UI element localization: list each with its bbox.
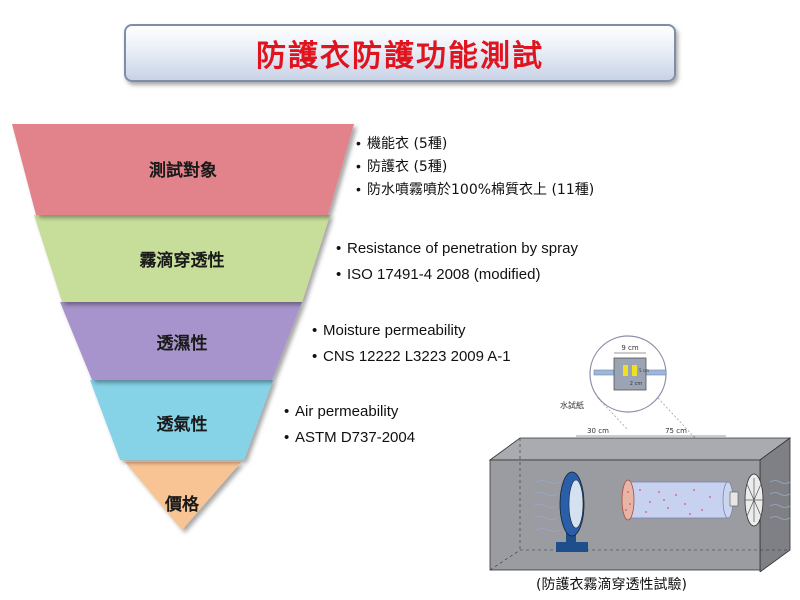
funnel-layer-moisture-permeability — [60, 302, 302, 380]
layer-label-test-subjects: 測試對象 — [149, 160, 217, 181]
exhaust-airflow-lines — [769, 480, 791, 520]
page-title: 防護衣防護功能測試 — [256, 39, 544, 74]
sample-holder-mount — [729, 491, 739, 507]
bullets-spray-penetration: Resistance of penetration by spray ISO 1… — [336, 236, 578, 288]
layer-label-moisture-permeability: 透濕性 — [157, 333, 208, 354]
bullet-item: Air permeability — [284, 399, 415, 425]
bullet-item: 防水噴霧噴於100%棉質衣上 (11種) — [356, 178, 594, 201]
funnel-layer-air-permeability — [90, 380, 273, 460]
bullet-item: 防護衣 (5種) — [356, 155, 594, 178]
airflow-lines — [533, 480, 561, 532]
hidden-edge — [489, 549, 521, 571]
title-banner: 防護衣防護功能測試 — [124, 24, 676, 82]
bullets-air-permeability: Air permeability ASTM D737-2004 — [284, 399, 415, 451]
dim-label-30cm: 30 cm — [587, 427, 609, 435]
zoom-pointer-line — [597, 397, 629, 431]
bullet-item: ISO 17491-4 2008 (modified) — [336, 262, 578, 288]
test-paper-strip-left — [623, 365, 628, 376]
layer-label-spray-penetration: 霧滴穿透性 — [140, 250, 225, 271]
dim-label-9cm: 9 cm — [621, 344, 639, 352]
test-paper-strip-right — [632, 365, 637, 376]
bullet-item: CNS 12222 L3223 2009 A-1 — [312, 344, 511, 370]
spray-test-apparatus-diagram: 9 cm 5 cm 2 cm 水試紙 30 cm 75 cm — [488, 335, 792, 572]
sample-holder — [613, 357, 647, 391]
spray-tube-front-end — [621, 479, 635, 521]
dim-label-5cm: 5 cm — [639, 368, 649, 373]
sprayer-stand-base — [556, 542, 588, 552]
dim-label-75cm: 75 cm — [665, 427, 687, 435]
chamber-top-face — [488, 437, 792, 461]
exhaust-fan-blades — [745, 478, 763, 522]
bullets-moisture-permeability: Moisture permeability CNS 12222 L3223 20… — [312, 318, 511, 370]
diagram-caption: (防護衣霧滴穿透性試驗) — [536, 577, 687, 593]
layer-label-price: 價格 — [164, 494, 200, 515]
sprayer-face — [568, 479, 584, 529]
bullets-test-subjects: 機能衣 (5種) 防護衣 (5種) 防水噴霧噴於100%棉質衣上 (11種) — [356, 132, 594, 201]
bullet-item: Moisture permeability — [312, 318, 511, 344]
funnel-layer-spray-penetration — [34, 215, 330, 302]
layer-label-air-permeability: 透氣性 — [157, 414, 208, 435]
chamber-right-face — [759, 437, 791, 572]
funnel-layer-price — [125, 462, 241, 530]
dim-label-2cm: 2 cm — [630, 381, 643, 387]
spray-tube-body — [627, 481, 729, 519]
spray-droplets — [625, 489, 711, 515]
bullet-item: ASTM D737-2004 — [284, 425, 415, 451]
bullet-item: 機能衣 (5種) — [356, 132, 594, 155]
funnel-layer-test-subjects — [12, 124, 354, 215]
funnel-diagram: 測試對象 霧滴穿透性 透濕性 透氣性 價格 — [12, 124, 354, 530]
bullet-item: Resistance of penetration by spray — [336, 236, 578, 262]
test-paper-label: 水試紙 — [560, 400, 584, 410]
